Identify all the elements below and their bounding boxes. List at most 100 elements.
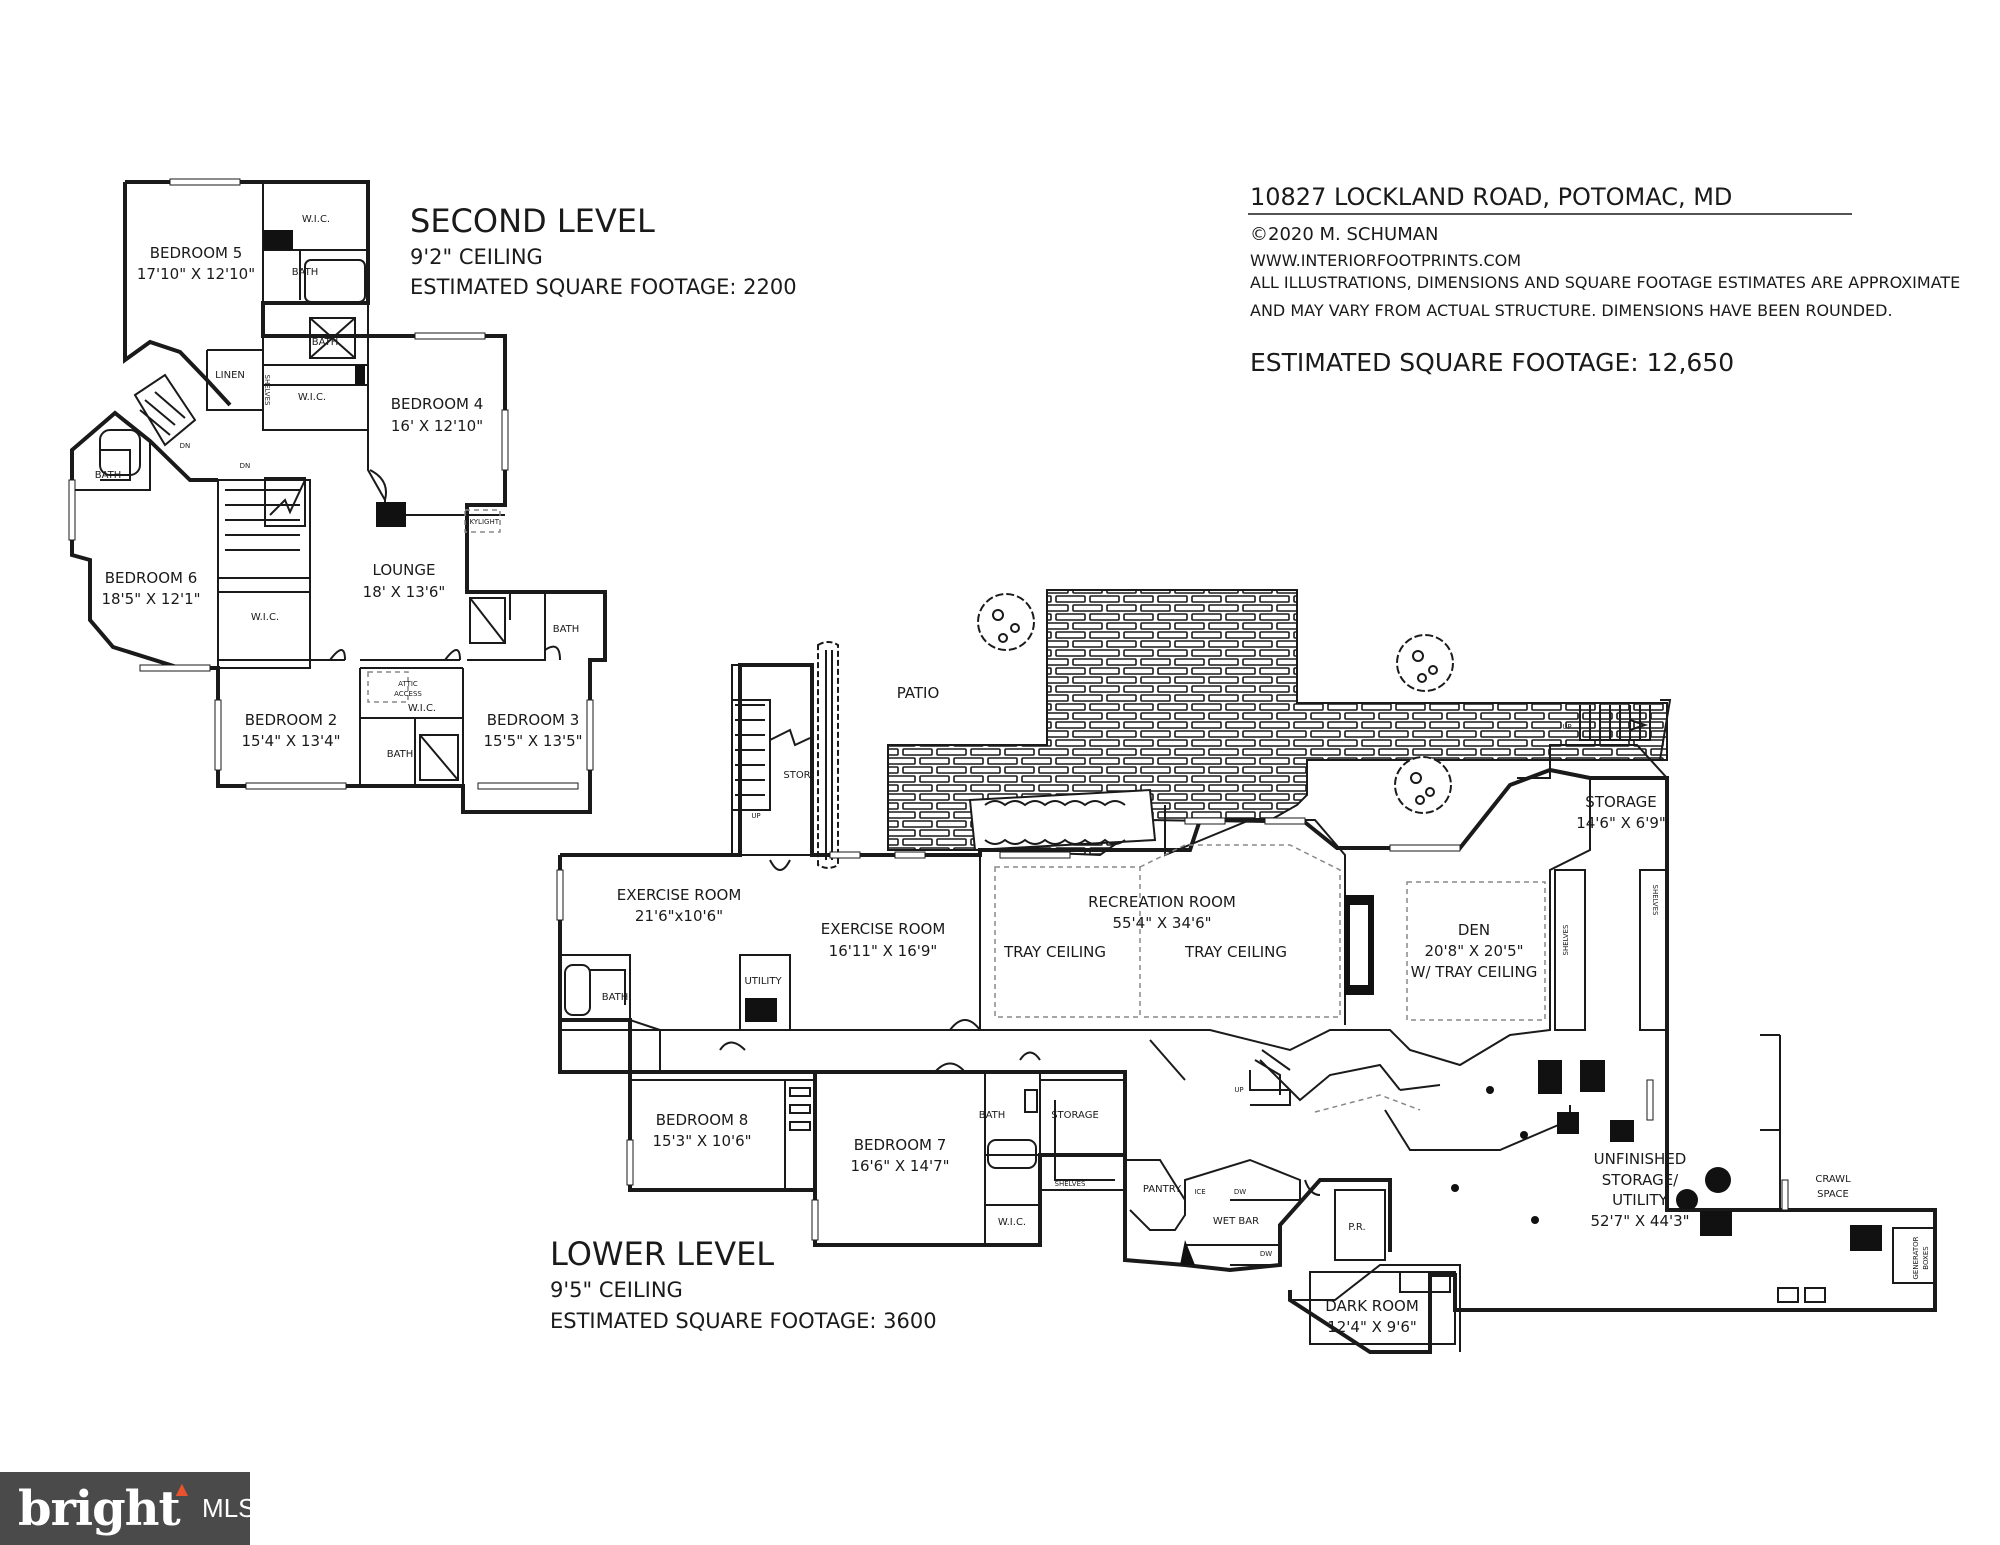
second-level-sqft: ESTIMATED SQUARE FOOTAGE: 2200 [410, 275, 797, 299]
wic-label-2: W.I.C. [298, 392, 326, 403]
recreation-name: RECREATION ROOM [1088, 893, 1236, 911]
bedroom6-name: BEDROOM 6 [105, 569, 198, 587]
wic-label-1: W.I.C. [302, 214, 330, 225]
shelves-label-l2: SHELVES [1651, 885, 1659, 916]
lower-level-ceiling: 9'5" CEILING [550, 1278, 683, 1302]
second-level-room-labels: BEDROOM 5 17'10" X 12'10" W.I.C. BATH BA… [95, 214, 583, 760]
bath-label-3: BATH [95, 470, 122, 481]
shelves-label-l1: SHELVES [1562, 924, 1570, 955]
linen-label: LINEN [215, 370, 245, 381]
patio-area [817, 589, 1672, 869]
space-label: SPACE [1817, 1189, 1849, 1200]
bath-label-5: BATH [387, 749, 414, 760]
bedroom7-name: BEDROOM 7 [854, 1136, 947, 1154]
bath-label-l1: BATH [602, 992, 629, 1003]
dark-room-dim: 12'4" X 9'6" [1327, 1318, 1417, 1336]
tray-ceiling-2: TRAY CEILING [1184, 943, 1287, 961]
second-level-plan [68, 178, 607, 814]
generator-label: GENERATOR [1912, 1236, 1920, 1279]
website-text: WWW.INTERIORFOOTPRINTS.COM [1250, 251, 1521, 270]
lower-level-label: LOWER LEVEL 9'5" CEILING ESTIMATED SQUAR… [550, 1235, 937, 1333]
exercise2-name: EXERCISE ROOM [821, 920, 946, 938]
dn-label-2: DN [240, 462, 251, 470]
bedroom8-dim: 15'3" X 10'6" [652, 1132, 751, 1150]
shelves-label: SHELVES [263, 375, 271, 406]
address-text: 10827 LOCKLAND ROAD, POTOMAC, MD [1250, 183, 1732, 211]
patio-label: PATIO [897, 684, 940, 702]
storage-label-mid: STORAGE [1051, 1110, 1099, 1121]
bath-label-1: BATH [292, 267, 319, 278]
lower-level-title: LOWER LEVEL [550, 1235, 774, 1273]
storage-top-dim: 14'6" X 6'9" [1576, 814, 1666, 832]
pantry-label: PANTRY [1143, 1184, 1182, 1195]
exercise1-name: EXERCISE ROOM [617, 886, 742, 904]
copyright-text: ©2020 M. SCHUMAN [1250, 224, 1439, 245]
bath-label-2: BATH [312, 337, 339, 348]
exercise1-dim: 21'6"x10'6" [635, 907, 723, 925]
bedroom5-dim: 17'10" X 12'10" [137, 265, 255, 283]
second-level-ceiling: 9'2" CEILING [410, 245, 543, 269]
tree-icon [977, 593, 1035, 651]
lower-level-room-labels: PATIO STOR UP UP UP EXERCISE ROOM 21'6"x… [602, 684, 1930, 1336]
dark-room-name: DARK ROOM [1325, 1297, 1419, 1315]
wic-label-4: W.I.C. [408, 703, 436, 714]
den-note: W/ TRAY CEILING [1411, 963, 1538, 981]
storage-top-name: STORAGE [1585, 793, 1656, 811]
unfinished-line1: UNFINISHED [1594, 1150, 1687, 1168]
disclaimer-line2: AND MAY VARY FROM ACTUAL STRUCTURE. DIME… [1250, 301, 1893, 320]
shelves-label-l3: SHELVES [1055, 1180, 1086, 1188]
pr-label: P.R. [1348, 1222, 1365, 1233]
skylight-label: SKYLIGHT [465, 518, 500, 526]
wet-bar-label: WET BAR [1213, 1216, 1259, 1227]
info-block: 10827 LOCKLAND ROAD, POTOMAC, MD ©2020 M… [1248, 183, 1960, 377]
wic-label-3: W.I.C. [251, 612, 279, 623]
bedroom4-name: BEDROOM 4 [391, 395, 484, 413]
up-label-2: UP [1562, 723, 1571, 731]
den-name: DEN [1458, 921, 1490, 939]
bedroom3-dim: 15'5" X 13'5" [483, 732, 582, 750]
total-sqft-text: ESTIMATED SQUARE FOOTAGE: 12,650 [1250, 348, 1734, 377]
lower-level-plan [556, 663, 1937, 1354]
tree-icon [1396, 634, 1454, 692]
bath-label-l2: BATH [979, 1110, 1006, 1121]
bright-mls-logo: bright ▲ MLS [0, 1472, 256, 1545]
tree-icon [1394, 756, 1452, 814]
bedroom5-name: BEDROOM 5 [150, 244, 243, 262]
up-label-1: UP [751, 812, 760, 820]
unfinished-line2: STORAGE/ [1602, 1171, 1679, 1189]
unfinished-dim: 52'7" X 44'3" [1590, 1212, 1689, 1230]
ice-label: ICE [1194, 1188, 1205, 1196]
lounge-dim: 18' X 13'6" [363, 583, 446, 601]
tray-ceiling-1: TRAY CEILING [1003, 943, 1106, 961]
bedroom3-name: BEDROOM 3 [487, 711, 580, 729]
logo-dot-icon: ▲ [175, 1479, 189, 1498]
bedroom8-name: BEDROOM 8 [656, 1111, 749, 1129]
wic-label-l1: W.I.C. [998, 1217, 1026, 1228]
disclaimer-line1: ALL ILLUSTRATIONS, DIMENSIONS AND SQUARE… [1250, 273, 1960, 292]
logo-brand: bright [18, 1480, 181, 1537]
stor-label: STOR [783, 770, 810, 781]
bedroom4-dim: 16' X 12'10" [391, 417, 483, 435]
bedroom6-dim: 18'5" X 12'1" [101, 590, 200, 608]
bath-label-4: BATH [553, 624, 580, 635]
logo-suffix: MLS [202, 1493, 256, 1523]
lounge-name: LOUNGE [373, 561, 436, 579]
crawl-label: CRAWL [1815, 1174, 1851, 1185]
utility-label: UTILITY [744, 976, 782, 987]
exercise2-dim: 16'11" X 16'9" [829, 942, 938, 960]
bedroom2-name: BEDROOM 2 [245, 711, 338, 729]
lower-level-sqft: ESTIMATED SQUARE FOOTAGE: 3600 [550, 1309, 937, 1333]
dw-label-2: DW [1260, 1250, 1272, 1258]
second-level-label: SECOND LEVEL 9'2" CEILING ESTIMATED SQUA… [410, 202, 797, 299]
unfinished-line3: UTILITY [1612, 1191, 1669, 1209]
den-dim: 20'8" X 20'5" [1424, 942, 1523, 960]
up-label-3: UP [1234, 1086, 1243, 1094]
dn-label-1: DN [180, 442, 191, 450]
bedroom2-dim: 15'4" X 13'4" [241, 732, 340, 750]
dw-label-1: DW [1234, 1188, 1246, 1196]
access-label: ACCESS [394, 690, 422, 698]
boxes-label: BOXES [1922, 1246, 1930, 1270]
second-level-title: SECOND LEVEL [410, 202, 655, 240]
recreation-dim: 55'4" X 34'6" [1112, 914, 1211, 932]
